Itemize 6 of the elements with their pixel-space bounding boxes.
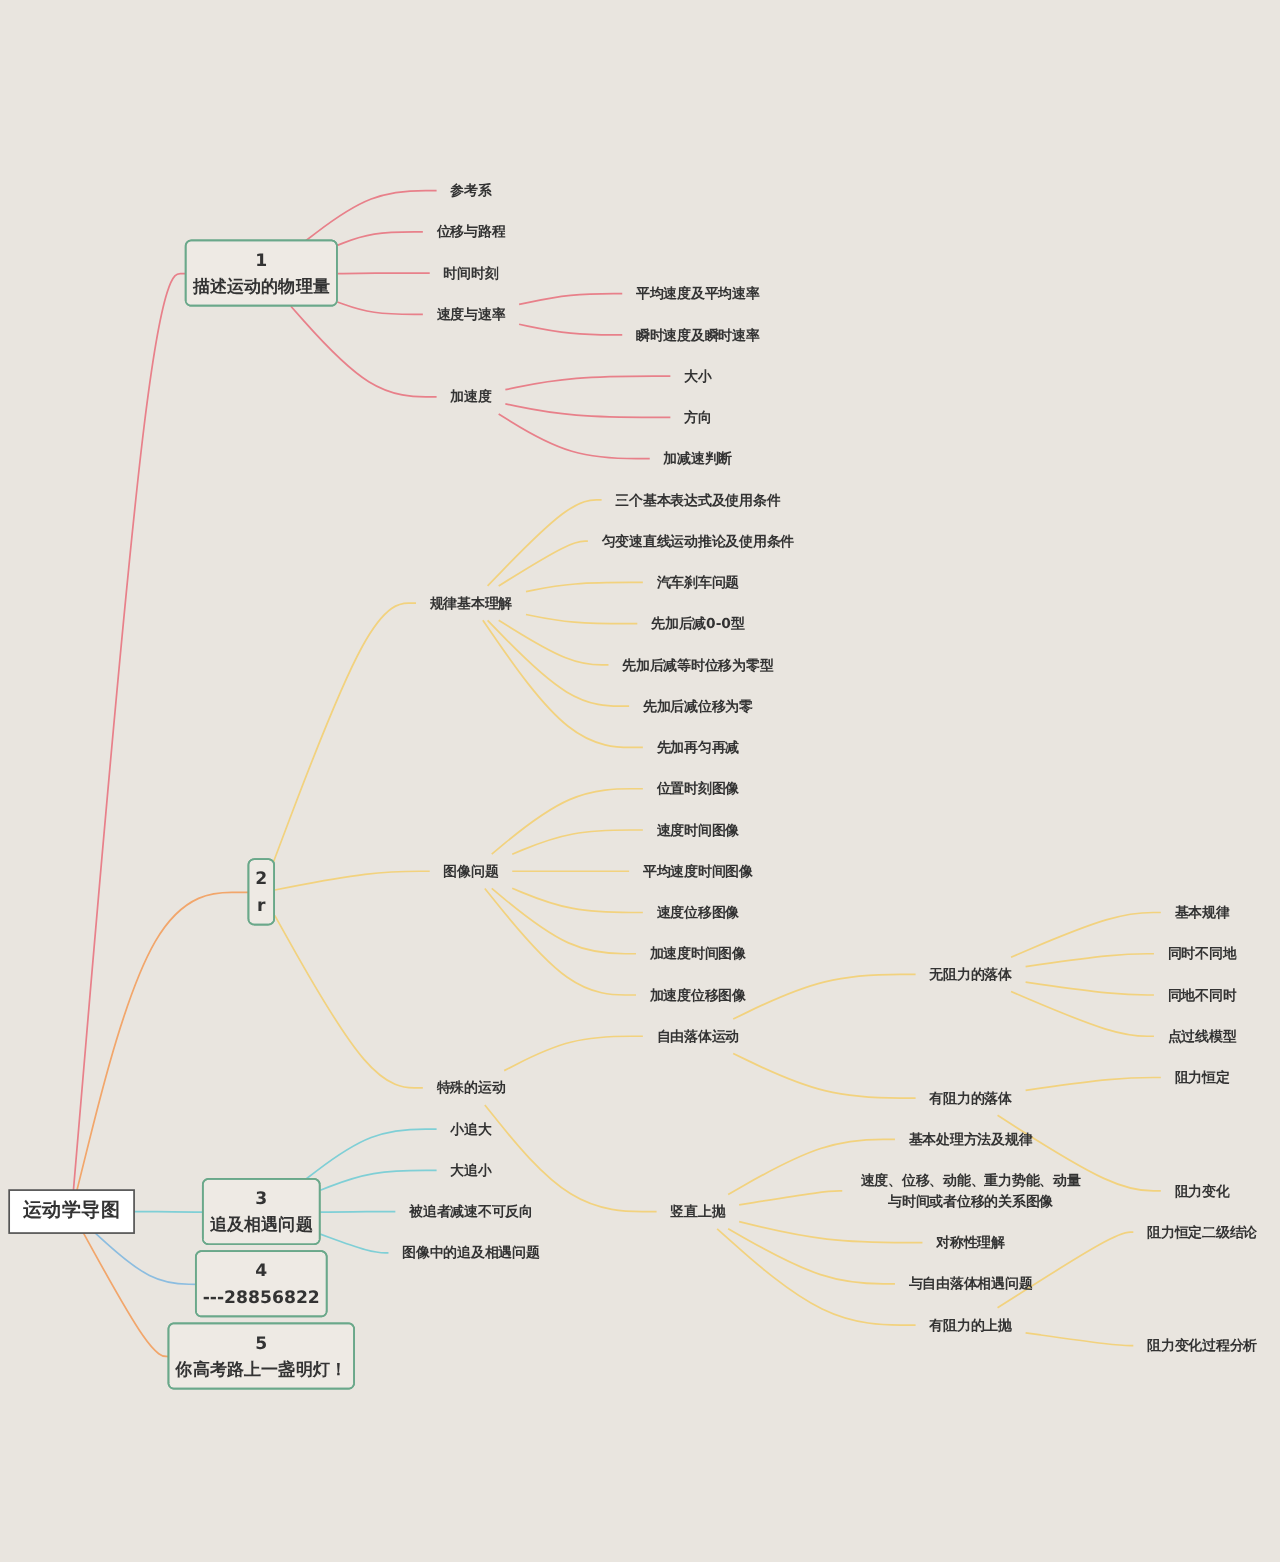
topic-box: 4 ---28856822: [195, 1250, 328, 1318]
topic-box: 1 描述运动的物理量: [184, 239, 338, 307]
topic-box: 5 你高考路上一盏明灯！: [167, 1322, 355, 1390]
topic-box: 2 r: [247, 858, 275, 926]
topic-box: 3 追及相遇问题: [201, 1178, 321, 1246]
root-topic-box: 运动学导图: [8, 1189, 135, 1234]
